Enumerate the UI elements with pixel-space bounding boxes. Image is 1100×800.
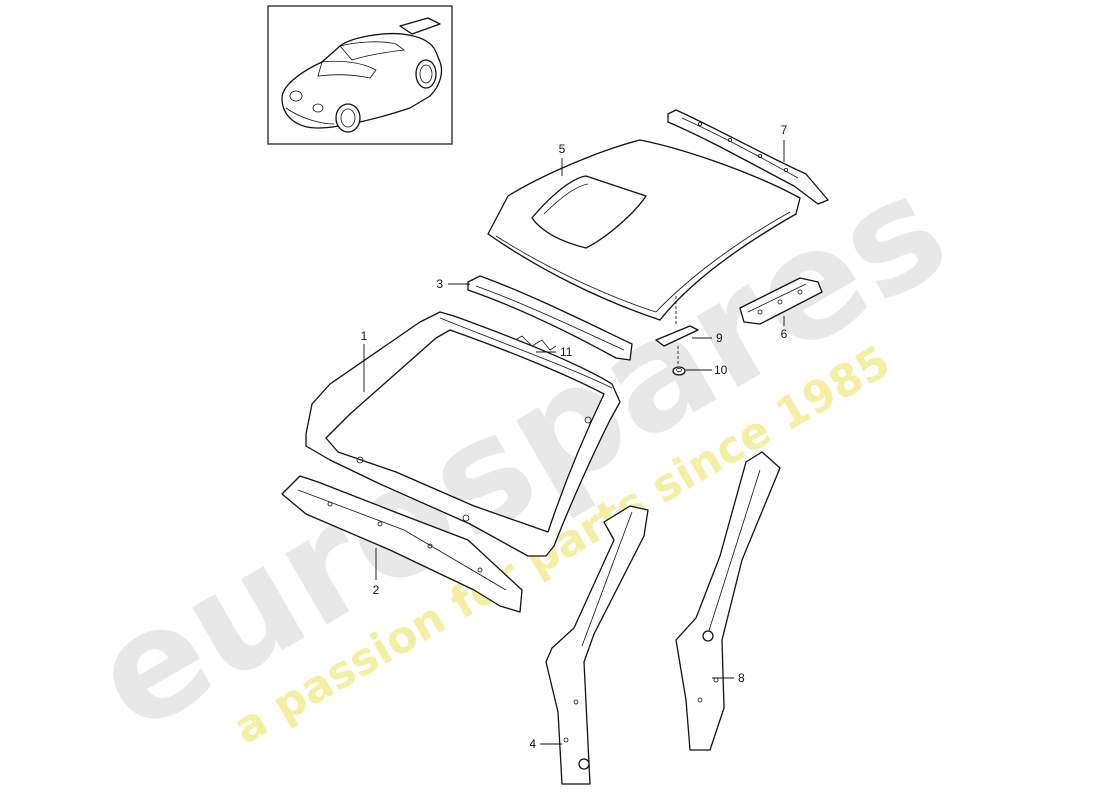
part-7-roof-bracket xyxy=(739,277,823,325)
part-9-retaining-bracket xyxy=(655,296,699,347)
callout-7: 6 xyxy=(781,327,788,341)
part-4-a-pillar xyxy=(545,505,649,785)
callout-11: 11 xyxy=(560,345,573,359)
callout-6: 5 xyxy=(559,142,566,156)
callout-8: 7 xyxy=(781,123,788,137)
callout-1: 1 xyxy=(361,329,368,343)
part-8-rear-roof-bow xyxy=(667,109,829,205)
callout-10: 10 xyxy=(714,363,728,377)
part-11-emblem xyxy=(511,335,557,351)
part-6-roof-panel xyxy=(487,139,801,321)
callouts: 5 7 3 1 6 9 10 11 2 4 8 xyxy=(361,123,788,751)
part-2-cowl-panel xyxy=(281,475,523,613)
callout-5: 8 xyxy=(738,671,745,685)
car-thumbnail xyxy=(267,5,453,145)
callout-4: 4 xyxy=(529,737,536,751)
part-3-front-roof-bow xyxy=(467,275,633,361)
car-thumbnail-icon xyxy=(281,17,443,133)
callout-3: 3 xyxy=(436,277,443,291)
part-10-grommet xyxy=(672,346,686,376)
callout-2: 2 xyxy=(373,583,380,597)
part-5-b-pillar xyxy=(675,451,781,751)
callout-9: 9 xyxy=(716,331,723,345)
part-1-windscreen-frame xyxy=(305,311,621,557)
